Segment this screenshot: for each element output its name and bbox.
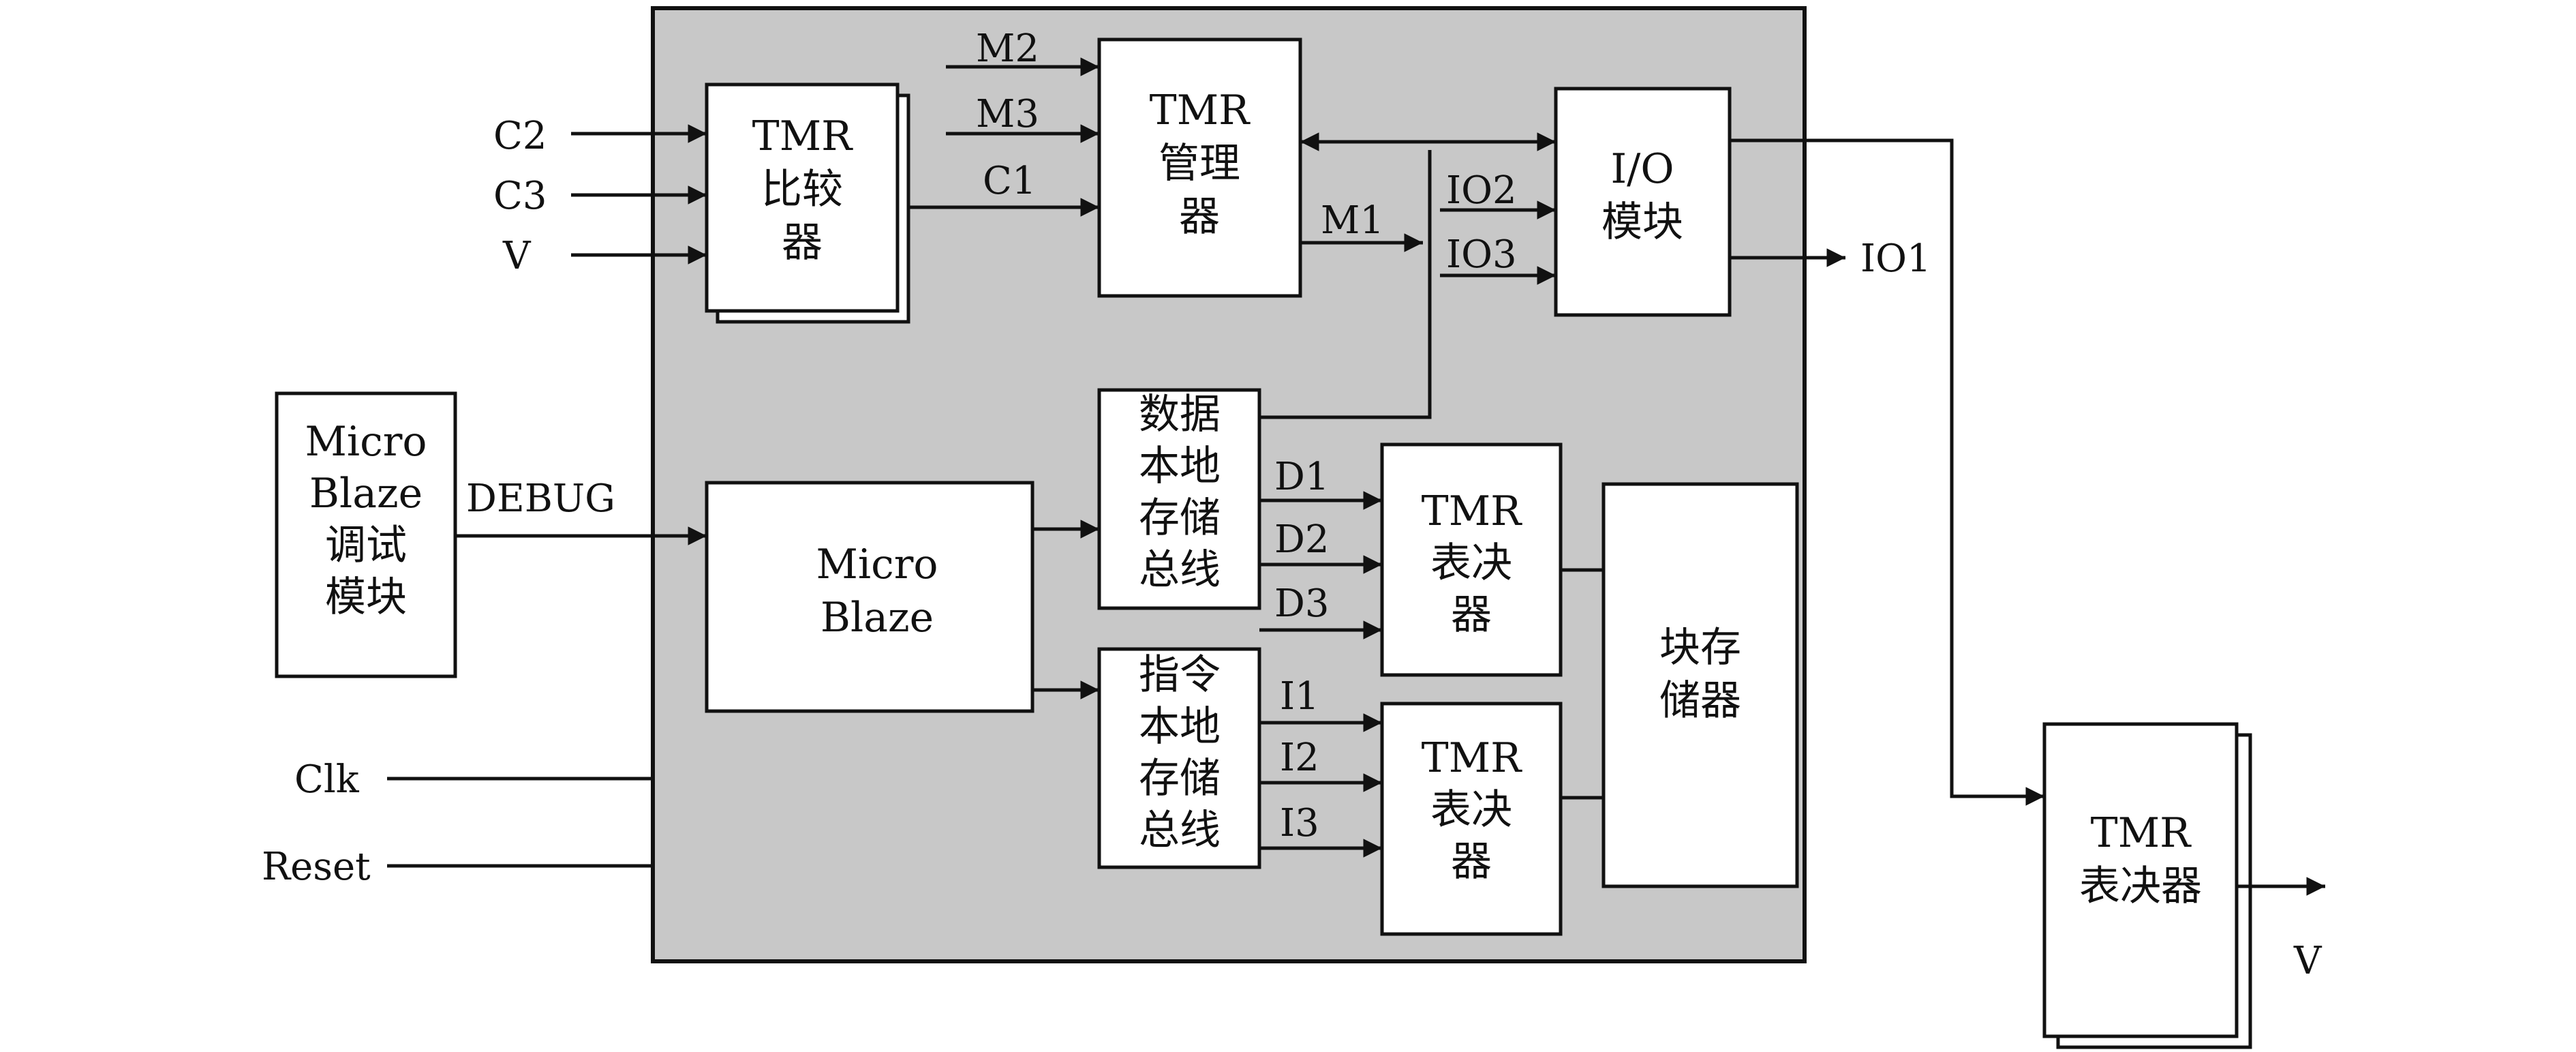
signal-c2: C2 (493, 114, 547, 158)
tmr-manager-line-2: 管理 (1159, 140, 1240, 187)
tmr-voter-output-line-1: TMR (2091, 809, 2192, 857)
io-module-line-1: I/O (1610, 145, 1674, 193)
block-ram-block: 块存 储器 (1601, 482, 1799, 888)
block-ram-line-2: 储器 (1659, 677, 1741, 725)
tmr-voter-output-line-2: 表决器 (2079, 862, 2202, 910)
data-lmb-line-1: 数据 (1139, 391, 1221, 438)
data-lmb-block: 数据 本地 存储 总线 (1097, 388, 1261, 610)
signal-io2: IO2 (1446, 168, 1517, 213)
io-module-block: I/O 模块 (1554, 87, 1732, 317)
signal-clk: Clk (294, 757, 360, 802)
instr-lmb-block: 指令 本地 存储 总线 (1097, 647, 1261, 869)
signal-labels: C2 C3 V M2 M3 C1 M1 IO2 IO3 IO1 DEBUG D1… (262, 27, 2322, 983)
connection-lines (387, 57, 2325, 896)
tmr-voter-instr-block: TMR 表决 器 (1380, 702, 1563, 936)
signal-m1: M1 (1321, 198, 1384, 243)
debug-module-line-2: Blaze (309, 470, 423, 517)
signal-i3: I3 (1280, 801, 1319, 845)
signal-i1: I1 (1280, 674, 1319, 719)
signal-i2: I2 (1280, 736, 1319, 780)
debug-module-block: Micro Blaze 调试 模块 (275, 391, 457, 678)
tmr-voter-data-line-2: 表决 (1430, 539, 1512, 587)
signal-v-in: V (502, 234, 532, 278)
tmr-manager-line-1: TMR (1150, 87, 1251, 134)
signal-d2: D2 (1274, 517, 1330, 562)
tmr-comparator-block: TMR 比较 器 (705, 82, 910, 324)
tmr-voter-instr-line-1: TMR (1422, 734, 1522, 782)
signal-debug: DEBUG (466, 477, 615, 521)
signal-v-out: V (2293, 939, 2322, 983)
microblaze-line-1: Micro (816, 541, 938, 588)
signal-reset: Reset (262, 845, 371, 889)
tmr-comparator-line-2: 比较 (761, 166, 843, 213)
debug-module-line-3: 调试 (325, 522, 407, 569)
signal-d3: D3 (1274, 582, 1330, 626)
tmr-voter-output-block: TMR 表决器 (2042, 722, 2252, 1049)
signal-m3: M3 (976, 92, 1039, 136)
signal-c1: C1 (983, 159, 1036, 203)
signal-io3: IO3 (1446, 232, 1517, 277)
signal-c3: C3 (493, 174, 547, 218)
microblaze-line-2: Blaze (821, 594, 934, 642)
io-module-line-2: 模块 (1601, 198, 1683, 246)
tmr-voter-instr-line-3: 器 (1451, 838, 1492, 886)
tmr-manager-block: TMR 管理 器 (1097, 37, 1302, 298)
instr-lmb-line-1: 指令 (1139, 651, 1221, 699)
tmr-voter-data-line-1: TMR (1422, 487, 1522, 535)
signal-m2: M2 (976, 27, 1039, 71)
tmr-manager-line-3: 器 (1179, 193, 1220, 241)
data-lmb-line-3: 存储 (1139, 494, 1221, 542)
instr-lmb-line-3: 存储 (1139, 755, 1221, 802)
tmr-voter-data-line-3: 器 (1451, 591, 1492, 639)
tmr-voter-data-block: TMR 表决 器 (1380, 442, 1563, 677)
tmr-comparator-line-3: 器 (782, 219, 823, 267)
debug-module-line-1: Micro (305, 418, 427, 466)
tmr-comparator-line-1: TMR (752, 112, 853, 160)
tmr-voter-instr-line-2: 表决 (1430, 786, 1512, 834)
signal-d1: D1 (1274, 455, 1330, 499)
microblaze-block: Micro Blaze (705, 481, 1034, 713)
block-ram-line-1: 块存 (1659, 624, 1741, 672)
instr-lmb-line-2: 本地 (1139, 703, 1221, 751)
data-lmb-line-4: 总线 (1139, 546, 1221, 594)
debug-module-line-4: 模块 (325, 573, 407, 621)
signal-io1: IO1 (1860, 237, 1931, 281)
instr-lmb-line-4: 总线 (1139, 807, 1221, 854)
data-lmb-line-2: 本地 (1139, 442, 1221, 490)
